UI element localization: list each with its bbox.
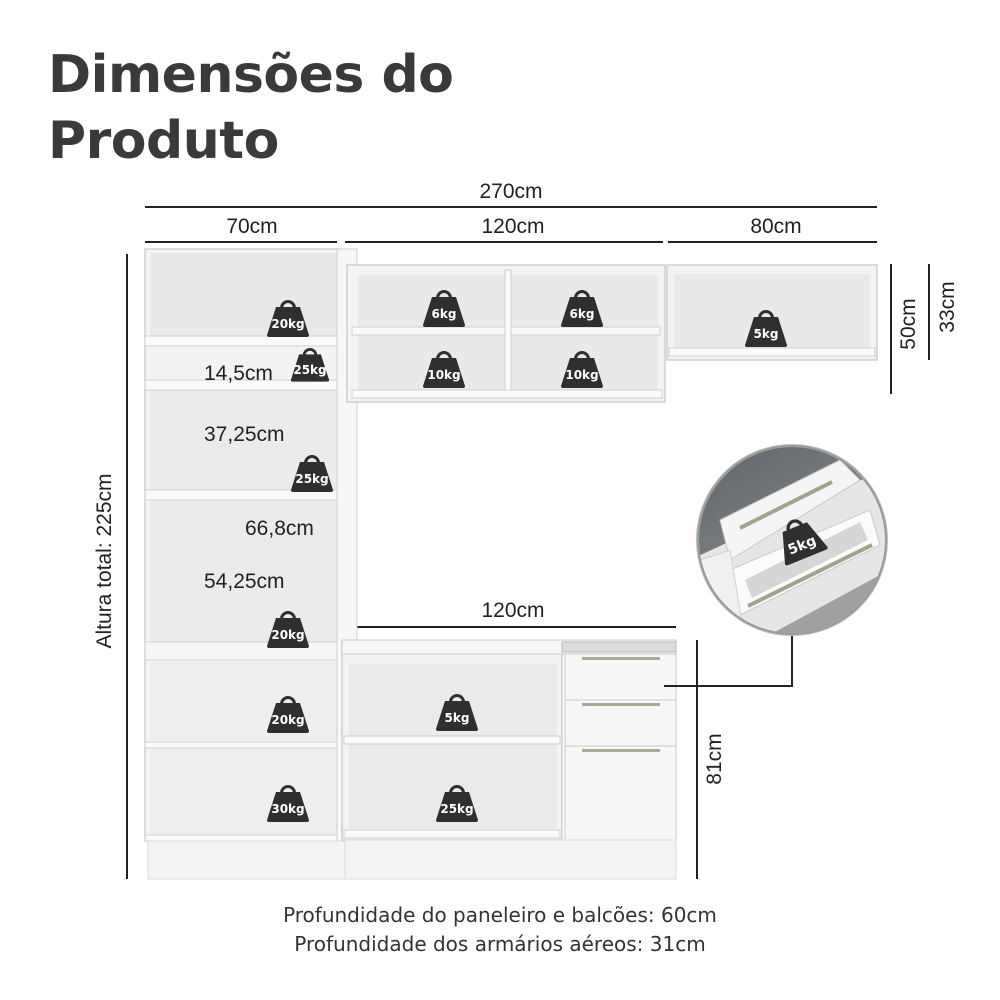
label-small-upper-height: 50cm — [897, 298, 920, 349]
weight-badge: 20kg — [267, 300, 309, 337]
upper-cabinet — [346, 264, 666, 403]
label-counter-width: 120cm — [481, 599, 544, 622]
lower-counter — [341, 639, 677, 880]
dimension-labels: 270cm 70cm 120cm 80cm 50cm 33cm 14,5cm 3… — [93, 180, 959, 785]
weight-label: 5kg — [754, 327, 779, 341]
weight-badge: 6kg — [423, 290, 465, 327]
label-upper-width: 120cm — [481, 215, 544, 238]
weight-label: 10kg — [427, 368, 460, 382]
weight-label: 25kg — [440, 802, 473, 816]
weight-label: 25kg — [293, 363, 326, 377]
weight-badge: 6kg — [561, 290, 603, 327]
weight-badge: 20kg — [267, 611, 309, 648]
weight-badge: 30kg — [267, 785, 309, 822]
weight-label: 6kg — [570, 307, 595, 321]
weight-badge: 5kg — [745, 310, 787, 347]
weight-badge: 10kg — [561, 351, 603, 388]
weight-badge-drawer: 5kg — [770, 511, 829, 567]
weight-label: 10kg — [565, 368, 598, 382]
weight-badge: 25kg — [290, 348, 330, 382]
weight-label: 20kg — [271, 628, 304, 642]
label-niche-1: 14,5cm — [204, 362, 273, 385]
weight-label: 6kg — [432, 307, 457, 321]
footer-panel-depth: Profundidade do paneleiro e balcões: 60c… — [283, 903, 717, 927]
weight-label: 20kg — [271, 317, 304, 331]
weight-label: 30kg — [271, 802, 304, 816]
title-line-1: Dimensões do — [48, 45, 454, 105]
label-total-width: 270cm — [479, 180, 542, 203]
weight-badge: 25kg — [291, 455, 333, 492]
weight-label: 25kg — [295, 472, 328, 486]
label-niche-3: 54,25cm — [204, 570, 285, 593]
label-counter-height: 81cm — [703, 733, 726, 784]
footer-upper-depth: Profundidade dos armários aéreos: 31cm — [294, 932, 706, 956]
weight-badge: 25kg — [436, 785, 478, 822]
label-small-upper-depth: 33cm — [936, 281, 959, 332]
label-small-upper-width: 80cm — [750, 215, 801, 238]
weight-badge: 20kg — [267, 696, 309, 733]
label-panel-width: 70cm — [226, 215, 277, 238]
weight-badge: 5kg — [436, 694, 478, 731]
label-niche-2: 37,25cm — [204, 423, 285, 446]
weight-label: 5kg — [445, 711, 470, 725]
tall-panel — [144, 248, 358, 880]
weight-label: 20kg — [271, 713, 304, 727]
page-title: Dimensões do Produto — [48, 42, 454, 174]
weight-badge: 10kg — [423, 351, 465, 388]
drawer-zoom-detail — [696, 444, 888, 636]
callout-connector — [664, 632, 793, 687]
label-inner-width: 66,8cm — [245, 517, 314, 540]
label-total-height: Altura total: 225cm — [93, 473, 116, 648]
title-line-2: Produto — [48, 111, 279, 171]
